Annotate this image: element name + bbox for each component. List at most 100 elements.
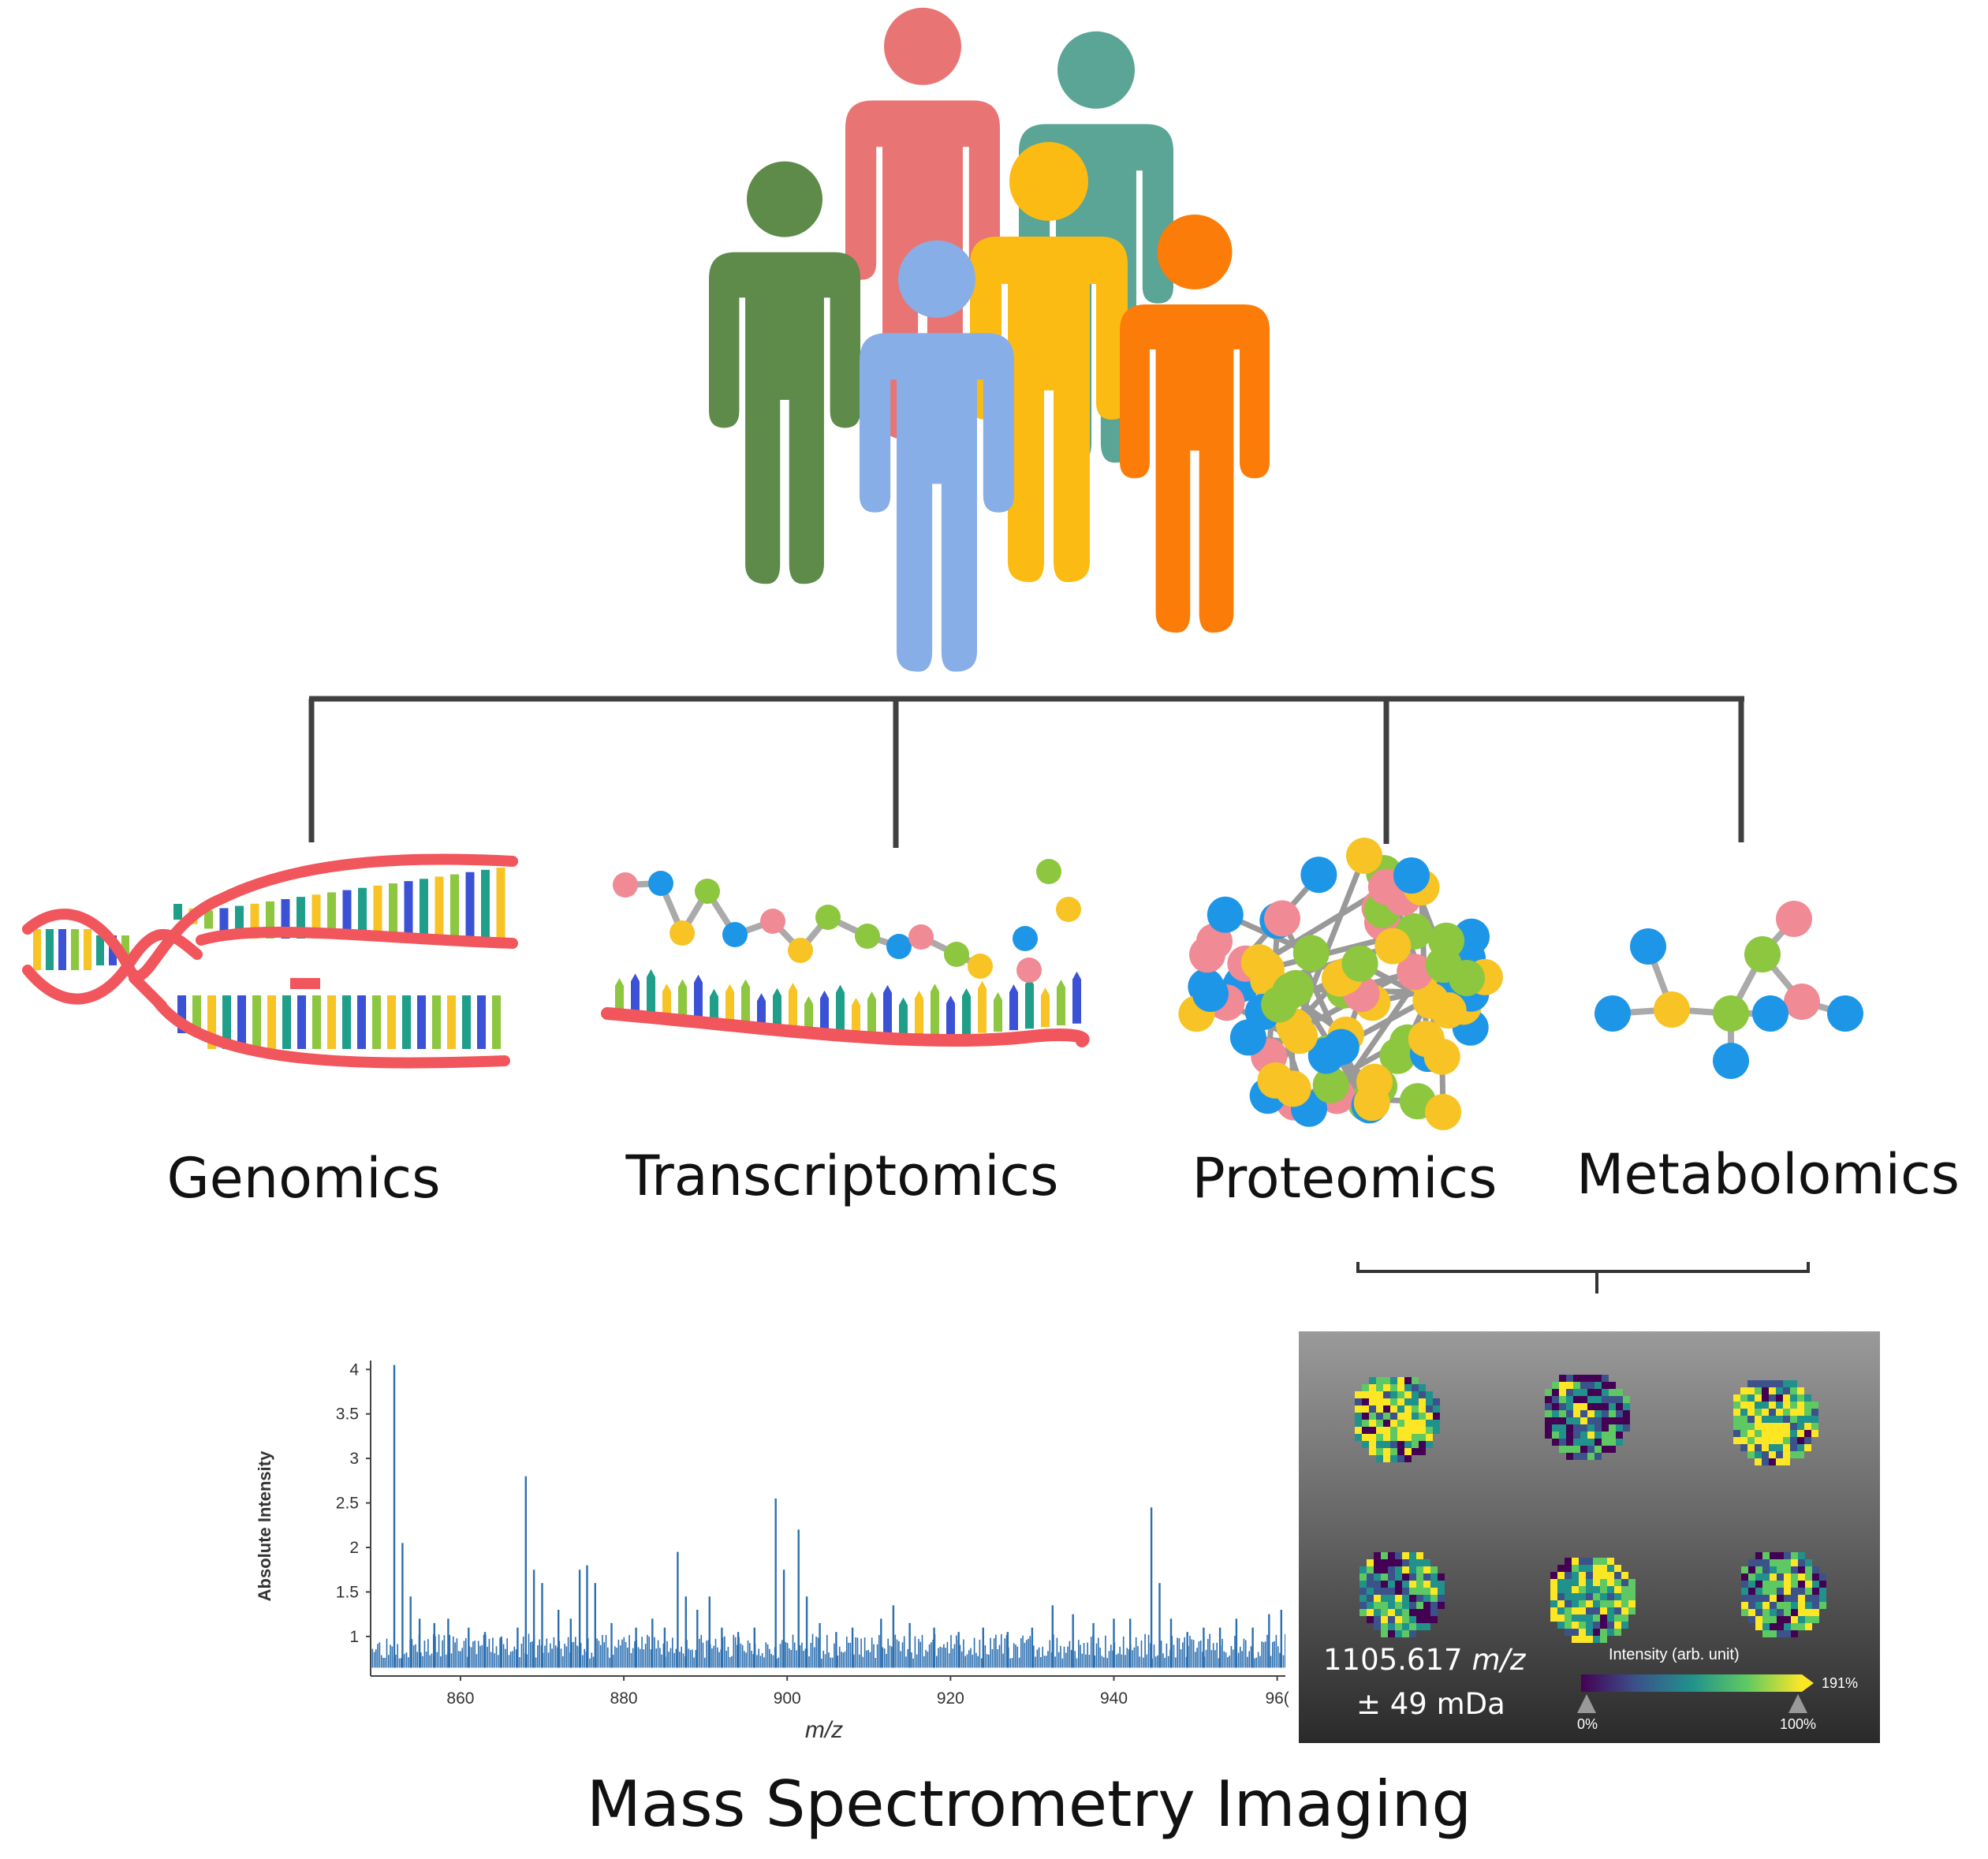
rna-base bbox=[647, 969, 655, 1021]
free-nucleotide bbox=[1036, 859, 1061, 884]
rna-nucleotide bbox=[788, 938, 813, 963]
amino-acid-node bbox=[1397, 954, 1434, 991]
rna-nucleotide bbox=[944, 942, 969, 967]
rna-base bbox=[725, 984, 734, 1030]
rna-base bbox=[820, 990, 829, 1036]
msi-title: Mass Spectrometry Imaging bbox=[587, 1768, 1471, 1841]
person-orange-icon bbox=[1120, 215, 1270, 633]
amino-acid-node bbox=[1322, 1028, 1360, 1066]
y-tick-label: 1.5 bbox=[336, 1583, 359, 1601]
dna-upper-base bbox=[404, 881, 413, 939]
person-green-icon bbox=[709, 161, 860, 584]
colorbar-max-label: 191% bbox=[1822, 1675, 1858, 1691]
dna-base-pair bbox=[46, 929, 54, 970]
dna-upper-base bbox=[373, 885, 382, 939]
rna-base bbox=[852, 997, 860, 1037]
amino-acid-node bbox=[1374, 928, 1412, 965]
dna-helix-icon bbox=[22, 853, 518, 1069]
rna-nucleotide bbox=[613, 872, 638, 898]
dna-upper-base bbox=[235, 905, 244, 938]
x-tick-label: 940 bbox=[1100, 1689, 1128, 1708]
metabolite-molecule-icon bbox=[1595, 901, 1863, 1079]
amino-acid-node bbox=[1229, 1019, 1266, 1056]
x-tick-label: 920 bbox=[937, 1689, 964, 1708]
dna-upper-base bbox=[327, 892, 336, 939]
rna-base bbox=[946, 995, 955, 1036]
amino-acid-node bbox=[1207, 896, 1244, 933]
metabolite-atom bbox=[1776, 901, 1812, 937]
metabolite-atom bbox=[1744, 936, 1781, 972]
dna-base-pair bbox=[84, 929, 91, 970]
metabolomics-label: Metabolomics bbox=[1576, 1142, 1960, 1207]
dna-lower-base bbox=[357, 995, 366, 1049]
amino-acid-node bbox=[1428, 922, 1465, 959]
dna-base-pair bbox=[121, 935, 129, 965]
msi-tissue-image bbox=[1355, 1377, 1440, 1462]
amino-acid-node bbox=[1300, 857, 1337, 894]
rna-base bbox=[1025, 976, 1034, 1029]
dna-upper-base bbox=[204, 910, 213, 929]
dna-upper-base bbox=[435, 876, 444, 939]
y-tick-label: 2 bbox=[349, 1539, 359, 1557]
dna-upper-base bbox=[481, 869, 490, 939]
rna-nucleotide bbox=[968, 954, 993, 979]
amino-acid-node bbox=[1341, 945, 1378, 982]
dna-lower-base bbox=[387, 995, 396, 1049]
metabolite-atom bbox=[1713, 1043, 1749, 1079]
dna-upper-base bbox=[450, 874, 459, 939]
dna-lower-base bbox=[282, 995, 291, 1049]
rna-nucleotide bbox=[670, 920, 695, 946]
dna-lower-base bbox=[447, 995, 456, 1049]
dna-upper-base bbox=[281, 899, 290, 939]
rna-nucleotide bbox=[760, 909, 785, 934]
dna-upper-base bbox=[297, 897, 305, 939]
amino-acid-node bbox=[1353, 1084, 1390, 1122]
rna-base bbox=[1072, 971, 1081, 1024]
msi-tissue-image bbox=[1741, 1552, 1826, 1637]
dna-lower-base bbox=[342, 995, 351, 1049]
rna-base bbox=[978, 980, 987, 1033]
rna-nucleotide bbox=[648, 871, 673, 896]
colorbar-overflow-arrow bbox=[1802, 1674, 1814, 1692]
free-nucleotide bbox=[1016, 957, 1042, 983]
people-group-icon bbox=[709, 7, 1270, 672]
x-tick-label: 860 bbox=[446, 1689, 474, 1708]
dna-lower-base bbox=[417, 995, 426, 1049]
rna-base bbox=[962, 987, 971, 1034]
dna-base-pair bbox=[33, 929, 41, 970]
dna-lower-base bbox=[297, 995, 306, 1049]
dna-lower-base bbox=[192, 995, 201, 1033]
rna-nucleotide bbox=[695, 879, 720, 904]
rna-base bbox=[741, 979, 750, 1032]
amino-acid-node bbox=[1292, 935, 1330, 972]
rna-base bbox=[915, 991, 923, 1037]
dna-lower-base bbox=[372, 995, 381, 1049]
rna-base bbox=[836, 984, 845, 1037]
free-nucleotide bbox=[1056, 897, 1081, 922]
omics-tree-connector bbox=[308, 696, 1744, 848]
dna-base-pair bbox=[71, 929, 79, 970]
dna-upper-base bbox=[358, 887, 367, 939]
y-tick-label: 1 bbox=[349, 1628, 359, 1646]
msi-tissue-image bbox=[1360, 1552, 1445, 1637]
dna-lower-base bbox=[177, 995, 186, 1033]
dna-lower-base bbox=[222, 995, 231, 1049]
metabolite-atom bbox=[1630, 928, 1666, 965]
x-tick-label: 880 bbox=[610, 1689, 638, 1708]
rna-nucleotide bbox=[722, 922, 748, 947]
rna-base bbox=[931, 984, 939, 1036]
protein-cluster-icon bbox=[1178, 838, 1503, 1130]
rna-base bbox=[804, 996, 813, 1036]
dna-lower-base bbox=[492, 995, 501, 1049]
dna-lower-base bbox=[312, 995, 321, 1049]
rna-base bbox=[994, 991, 1002, 1032]
metabolite-atom bbox=[1654, 991, 1690, 1028]
y-tick-label: 3.5 bbox=[336, 1405, 359, 1424]
metabolite-atom bbox=[1595, 995, 1631, 1032]
rna-base bbox=[899, 997, 908, 1037]
y-tick-label: 3 bbox=[349, 1450, 359, 1468]
proteomics-label: Proteomics bbox=[1192, 1146, 1498, 1211]
dna-upper-base bbox=[266, 901, 274, 939]
